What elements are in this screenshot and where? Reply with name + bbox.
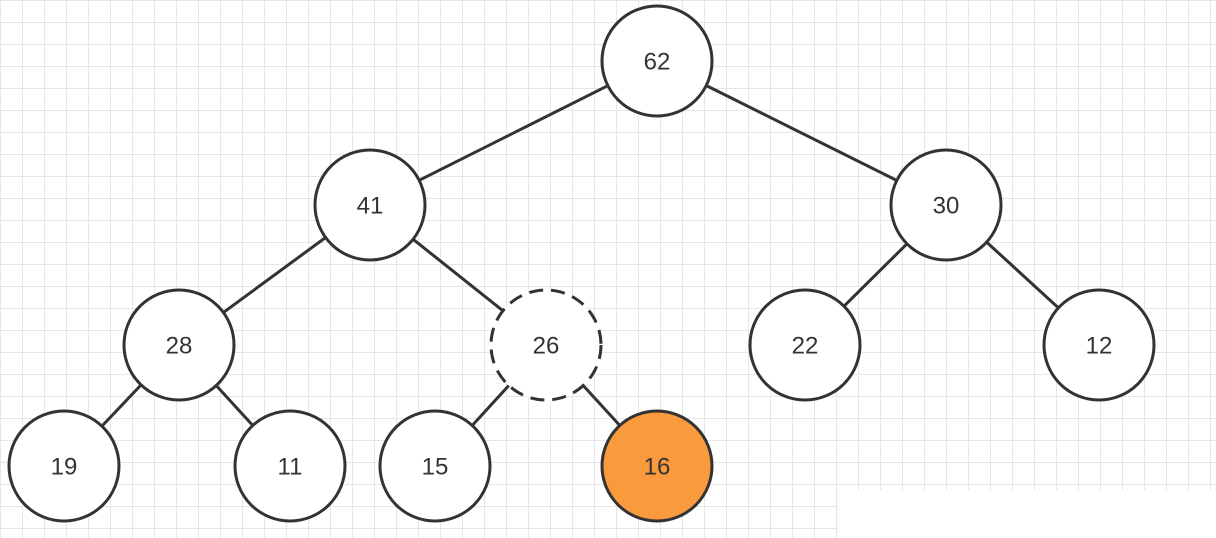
tree-node-16: 16 [600, 409, 714, 523]
tree-edges [100, 84, 1060, 428]
tree-node-30: 30 [889, 148, 1003, 262]
tree-node-22: 22 [748, 288, 862, 402]
tree-node-11: 11 [233, 409, 347, 523]
node-label: 11 [278, 454, 303, 481]
tree-edge-62-41 [418, 84, 609, 182]
tree-node-28: 28 [122, 288, 236, 402]
tree-node-12: 12 [1042, 288, 1156, 402]
tree-edge-62-30 [705, 84, 898, 182]
node-label: 15 [422, 454, 449, 481]
tree-node-41: 41 [313, 148, 427, 262]
node-label: 12 [1086, 333, 1113, 360]
node-circle [122, 288, 236, 402]
tree-edge-28-11 [215, 384, 254, 427]
node-circle [233, 409, 347, 523]
tree-node-15: 15 [378, 409, 492, 523]
tree-nodes: 62 41 30 28 26 22 12 19 11 15 16 [7, 4, 1156, 523]
node-label: 28 [166, 333, 193, 360]
tree-node-62: 62 [600, 4, 714, 118]
node-label: 19 [51, 454, 78, 481]
tree-edge-28-19 [100, 383, 143, 428]
node-label: 22 [792, 333, 819, 360]
node-label: 30 [933, 193, 960, 220]
node-label: 62 [644, 49, 671, 76]
node-circle [378, 409, 492, 523]
tree-edge-26-15 [471, 384, 510, 427]
node-circle [7, 409, 121, 523]
tree-edge-30-22 [842, 242, 909, 308]
node-circle [489, 288, 603, 402]
node-circle [1042, 288, 1156, 402]
tree-node-19: 19 [7, 409, 121, 523]
tree-edge-30-12 [985, 240, 1060, 310]
node-circle [600, 4, 714, 118]
node-circle [313, 148, 427, 262]
tree-edge-41-26 [412, 238, 504, 312]
node-label: 26 [533, 333, 560, 360]
tree-node-26: 26 [489, 288, 603, 402]
node-label: 41 [357, 193, 384, 220]
tree-edge-26-16 [582, 384, 621, 427]
tree-edge-41-28 [222, 236, 327, 314]
node-label: 16 [644, 454, 671, 481]
node-circle [600, 409, 714, 523]
node-circle [748, 288, 862, 402]
node-circle [889, 148, 1003, 262]
blank-area [838, 490, 1216, 538]
